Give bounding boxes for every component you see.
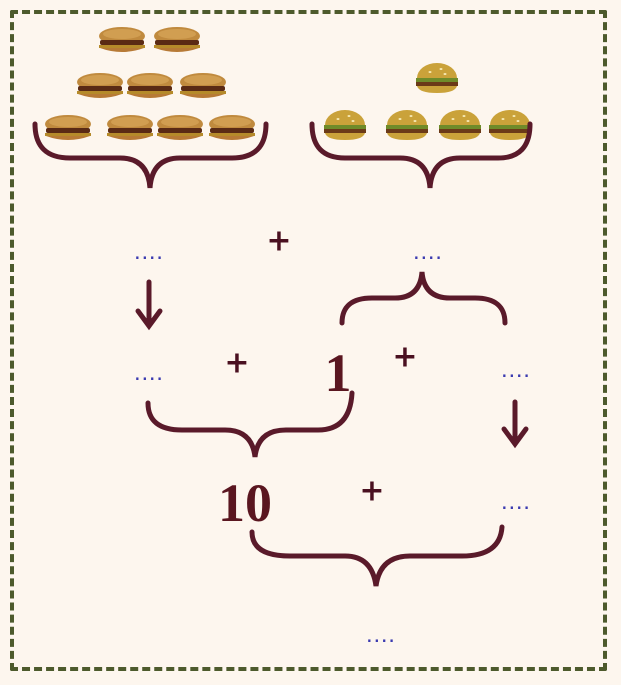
brace-up (339, 271, 508, 326)
burger-icon (154, 27, 200, 52)
blank-result: .... (365, 630, 396, 646)
plus-sign: + (224, 345, 250, 381)
blank-right-top: .... (412, 247, 443, 263)
arrow-down-right (501, 399, 529, 449)
burger-icon (45, 115, 91, 140)
brace-bottom (249, 524, 505, 587)
round-burger-icon (439, 110, 481, 140)
burger-icon (209, 115, 255, 140)
burger-icon (180, 73, 226, 98)
burger-icon (107, 115, 153, 140)
arrow-down-left (135, 279, 163, 331)
blank-left-top: .... (133, 247, 164, 263)
round-burger-icon (416, 63, 458, 93)
number-one: 1 (324, 343, 352, 403)
burger-icon (77, 73, 123, 98)
dashed-frame (10, 10, 607, 671)
round-burger-icon (386, 110, 428, 140)
blank-right-middle: .... (500, 365, 531, 381)
plus-sign: + (266, 223, 292, 259)
round-burger-icon (324, 110, 366, 140)
blank-right-bottom: .... (500, 497, 531, 513)
burger-icon (157, 115, 203, 140)
brace-left-group (32, 121, 269, 189)
plus-sign: + (392, 339, 418, 375)
burger-icon (99, 27, 145, 52)
plus-sign: + (359, 473, 385, 509)
brace-right-group (309, 121, 533, 189)
number-ten: 10 (218, 473, 272, 533)
round-burger-icon (489, 110, 531, 140)
brace-middle (145, 390, 355, 458)
blank-left-middle: .... (133, 368, 164, 384)
burger-icon (127, 73, 173, 98)
